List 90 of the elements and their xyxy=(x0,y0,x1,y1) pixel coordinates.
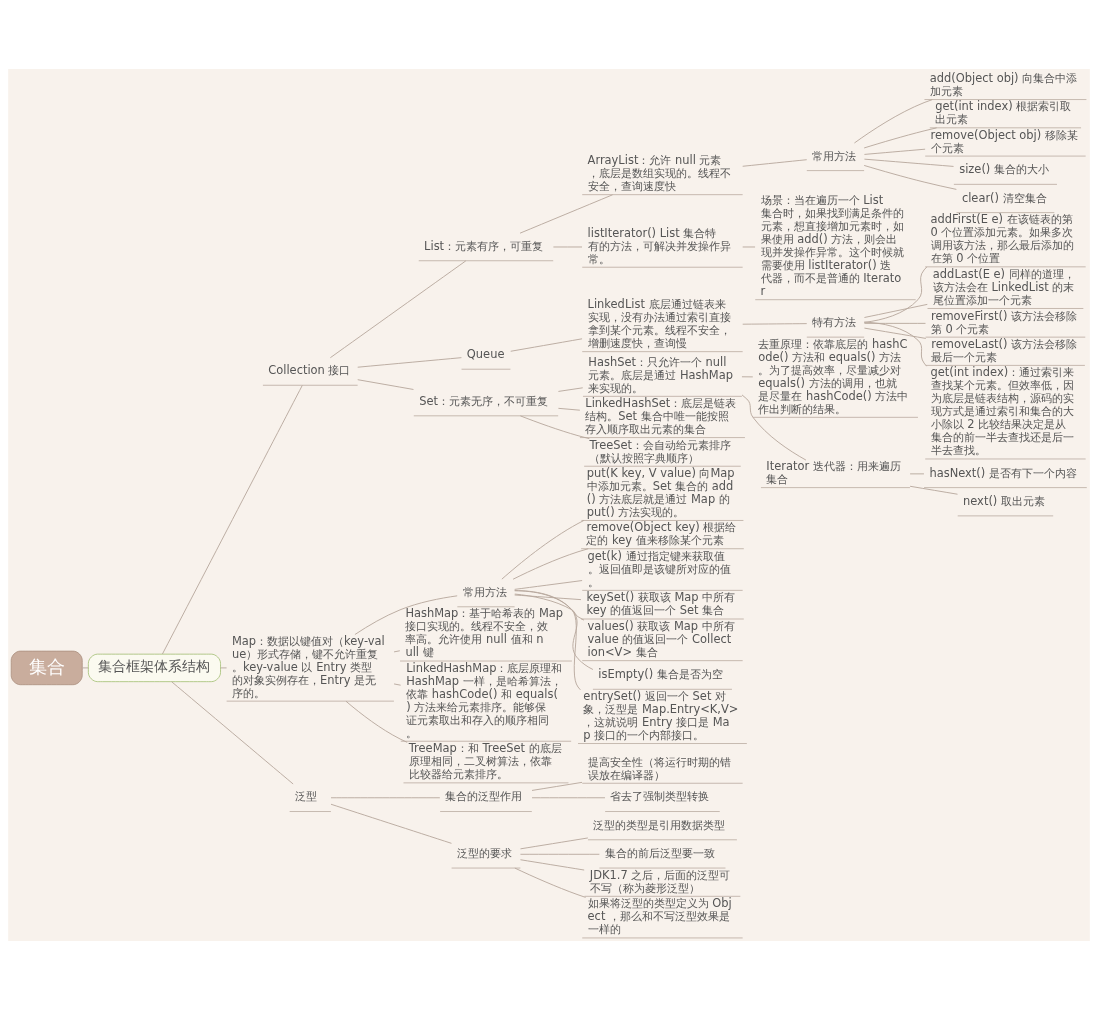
connector xyxy=(520,858,585,870)
node-text: isEmpty() 集合是否为空 xyxy=(598,666,723,681)
connector xyxy=(557,407,581,411)
connector xyxy=(514,593,585,621)
connector xyxy=(519,193,614,234)
node-text: ArrayList：允许 null 元素，底层是数组实现的。线程不安全，查询速度快 xyxy=(587,152,731,193)
connector xyxy=(357,356,462,368)
node-text: Map：数据以键值对（key-value）形式存储，键不允许重复。key-value 以 Entry 类型的对象实例存在，Entry 是无序的。 xyxy=(231,633,385,700)
node-text: 泛型 xyxy=(295,788,317,803)
node-text: HashMap：基于哈希表的 Map 接口实现的。线程不安全，效率高。允许使用 null 值和 null 键 xyxy=(405,605,564,659)
connector xyxy=(863,321,927,367)
node-text: listIterator() List 集合特有的方法，可解决并发操作异常。 xyxy=(587,225,731,266)
node-text: LinkedHashSet：底层是链表结构。Set 集合中唯一能按照存入顺序取出元素的集合 xyxy=(585,395,737,436)
node-box: 集合框架体系结构 xyxy=(88,653,221,682)
node-text: 常用方法 xyxy=(812,148,857,163)
connector xyxy=(393,682,402,686)
connector xyxy=(329,259,467,358)
connector xyxy=(863,158,954,167)
node-text: 省去了强制类型转换 xyxy=(610,788,710,803)
node-text: 提高安全性（将运行时期的错误放在编译器） xyxy=(587,754,731,782)
connector xyxy=(520,837,589,849)
node-text: get(int index)：通过索引来查找某个元素。但效率低，因为底层是链表结构，源码的实现方式是通过索引和集合的大小除以 2 比较结果决定是从集合的前一半去查找还是后一半去查找。 xyxy=(930,364,1075,457)
connector xyxy=(514,594,582,600)
connector xyxy=(514,867,587,898)
connector xyxy=(909,485,958,495)
node-box: 集合 xyxy=(10,650,83,685)
connector xyxy=(863,126,938,148)
connector xyxy=(171,680,294,784)
connector xyxy=(520,853,600,855)
node-text: JDK1.7 之后，后面的泛型可不写（称为菱形泛型） xyxy=(589,867,731,895)
connector xyxy=(557,386,584,392)
connector xyxy=(531,796,606,798)
node-text: 集合的泛型作用 xyxy=(445,788,523,803)
node-text: clear() 清空集合 xyxy=(961,190,1047,205)
node-text: Collection 接口 xyxy=(268,362,351,377)
connector xyxy=(742,322,808,325)
connector xyxy=(357,378,414,390)
connector xyxy=(514,589,594,670)
connector xyxy=(531,781,583,791)
node-text: entrySet() 返回一个 Set 对象，泛型是 Map.Entry<K,V> ，这就说明 Entry 接口是 Map 接口的一个内部接口。 xyxy=(583,688,739,742)
connector xyxy=(510,337,583,352)
node-text: Queue xyxy=(466,346,505,361)
connector xyxy=(742,158,808,167)
node-text: HashSet：只允许一个 null 元素。底层是通过 HashMap 来实现的。 xyxy=(588,354,733,395)
connector xyxy=(330,803,452,844)
connector xyxy=(393,649,401,652)
node-text: put(K key, V value) 向Map中添加元素。Set 集合的 add() 方法底层就是通过 Map 的 put() 方法实现的。 xyxy=(586,465,735,519)
connector xyxy=(853,98,933,143)
node-text: remove(Object obj) 移除某个元素 xyxy=(930,127,1078,154)
connector xyxy=(863,303,928,318)
connector xyxy=(863,322,926,324)
connector xyxy=(863,266,928,323)
node-text: 泛型的类型是引用数据类型 xyxy=(593,817,726,832)
node-text: size() 集合的大小 xyxy=(959,161,1049,176)
node-text: 如果将泛型的类型定义为 Object ，那么和不写泛型效果是一样的 xyxy=(587,895,732,936)
node-text: get(k) 通过指定键来获取值。返回值即是该键所对应的值。 xyxy=(587,548,731,589)
connector xyxy=(220,666,228,668)
connector xyxy=(519,414,590,439)
node-text: 特有方法 xyxy=(812,314,857,329)
node-text: TreeMap：和 TreeSet 的底层原理相同，二叉树算法，依靠比较器给元素排序。 xyxy=(408,740,562,781)
connector xyxy=(514,589,581,690)
connector xyxy=(501,519,585,580)
node-text: hasNext() 是否有下一个内容 xyxy=(929,465,1077,480)
node-text: 去重原理：依靠底层的 hashCode() 方法和 equals() 方法。为了提高效率，尽量减少对 equals() 方法的调用，也就是尽量在 hashCode() 方法中作出判断的结果。 xyxy=(758,336,909,416)
connector xyxy=(345,700,408,743)
node-text: next() 取出元素 xyxy=(963,493,1045,508)
connector xyxy=(81,666,89,668)
connector xyxy=(863,327,927,339)
node-text: 集合的前后泛型要一致 xyxy=(604,845,715,860)
connector xyxy=(863,148,926,155)
connector xyxy=(742,246,756,247)
connector xyxy=(162,384,303,654)
node-text: LinkedHashMap：底层原理和 HashMap 一样，是哈希算法，依靠 hashCode() 和 equals() 方法来给元素排序。能够保证元素取出和存入的顺序相同。 xyxy=(406,660,563,740)
connector xyxy=(552,246,583,247)
connector xyxy=(330,796,441,798)
connector xyxy=(741,393,807,461)
connector xyxy=(863,164,957,190)
node-text: List：元素有序，可重复 xyxy=(424,238,544,253)
node-text: LinkedList 底层通过链表来实现，没有办法通过索引直接拿到某个元素。线程不安全，增删速度快，查询慢 xyxy=(587,296,731,350)
node-text: Iterator 迭代器：用来遍历集合 xyxy=(766,458,901,486)
connector xyxy=(354,594,458,635)
connector xyxy=(909,472,925,474)
node-text: Set：元素无序，不可重复 xyxy=(419,393,548,408)
node-text: 泛型的要求 xyxy=(456,845,512,860)
node-text: values() 获取该 Map 中所有 value 的值返回一个 Collection<V> 集合 xyxy=(587,618,735,659)
connector xyxy=(741,375,754,377)
node-text: 常用方法 xyxy=(462,584,507,599)
connector xyxy=(514,579,583,590)
connector xyxy=(512,547,589,580)
node-text: 场景：当在遍历一个 List 集合时，如果找到满足条件的元素，想直接增加元素时，如果使用 add() 方法，则会出现并发操作异常。这个时候就需要使用 listIterator() 迭代器，而不是普通的 Iterator xyxy=(760,192,904,298)
